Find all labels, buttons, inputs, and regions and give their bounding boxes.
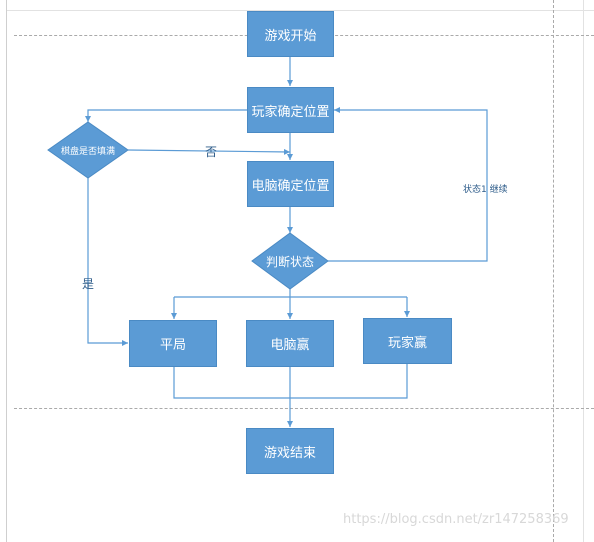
node-computer-place: 电脑确定位置 — [247, 161, 334, 207]
page-frame-right — [583, 0, 584, 542]
decision-board-full-shape — [47, 121, 129, 179]
node-game-start: 游戏开始 — [247, 11, 334, 57]
watermark-text: https://blog.csdn.net/zr147258369 — [343, 512, 569, 527]
node-computer-win: 电脑赢 — [246, 320, 334, 367]
page-frame-left — [6, 0, 7, 542]
edge-board-full-no — [127, 148, 291, 155]
edge-draw-merge — [173, 366, 290, 399]
edge-label-yes: 是 — [82, 277, 95, 291]
node-draw: 平局 — [129, 320, 217, 367]
edge-judge-continue — [328, 107, 488, 262]
edge-label-no: 否 — [205, 145, 218, 159]
page-guide-right — [553, 0, 554, 542]
decision-judge-state-shape — [251, 232, 329, 290]
node-game-end: 游戏结束 — [246, 428, 334, 474]
page-frame-top — [6, 10, 594, 11]
node-player-place: 玩家确定位置 — [247, 87, 334, 133]
node-player-win: 玩家赢 — [363, 318, 452, 364]
page-guide-bottom — [14, 408, 594, 409]
decision-board-full-label: 棋盘是否填满 — [60, 147, 115, 157]
edge-label-continue: 状态1 继续 — [463, 185, 508, 195]
edge-player-win-merge — [290, 363, 408, 399]
edge-board-full-yes — [87, 178, 128, 346]
edge-player-to-board-full — [85, 109, 248, 122]
decision-judge-state-label: 判断状态 — [265, 255, 314, 269]
